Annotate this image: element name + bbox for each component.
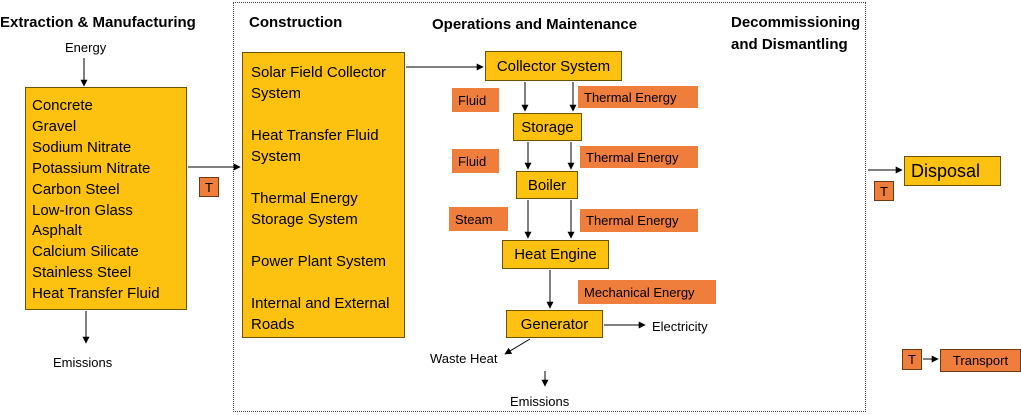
material-item: Carbon Steel <box>32 180 120 198</box>
material-item: Calcium Silicate <box>32 243 139 261</box>
material-item: Sodium Nitrate <box>32 138 132 156</box>
waste-heat-label: Waste Heat <box>430 351 498 366</box>
thermal-energy-flow-label: Thermal Energy <box>580 209 698 232</box>
construction-item-line: System <box>251 85 302 102</box>
construction-item-line: Thermal Energy <box>251 190 358 207</box>
extraction-header: Extraction & Manufacturing <box>0 14 196 31</box>
energy-input-label: Energy <box>65 40 107 55</box>
construction-item-line: Solar Field Collector <box>251 64 387 81</box>
materials-box: Concrete Gravel Sodium Nitrate Potassium… <box>25 87 187 310</box>
electricity-label: Electricity <box>652 319 708 334</box>
construction-item: Internal and External Roads <box>251 293 404 335</box>
material-item: Potassium Nitrate <box>32 159 151 177</box>
material-item: Heat Transfer Fluid <box>32 285 160 303</box>
decommissioning-header-line2: and Dismantling <box>731 36 848 53</box>
transport-marker-decommissioning: T <box>874 181 894 201</box>
material-item: Stainless Steel <box>32 264 132 282</box>
construction-box: Solar Field Collector System Heat Transf… <box>242 52 405 338</box>
disposal-node: Disposal <box>904 156 1001 186</box>
fluid-flow-label: Fluid <box>452 149 499 173</box>
material-item: Gravel <box>32 117 77 135</box>
construction-item-line: Storage System <box>251 211 358 228</box>
extraction-emissions-label: Emissions <box>53 355 113 370</box>
construction-item-line: Roads <box>251 316 295 333</box>
collector-system-node: Collector System <box>485 51 622 81</box>
material-item: Asphalt <box>32 222 83 240</box>
construction-item: Heat Transfer Fluid System <box>251 125 404 167</box>
construction-item-line: Internal and External <box>251 295 390 312</box>
legend-transport-marker: T <box>902 349 922 370</box>
material-item: Concrete <box>32 97 93 114</box>
mechanical-energy-flow-label: Mechanical Energy <box>578 280 716 304</box>
generator-node: Generator <box>506 310 603 338</box>
transport-marker-extraction: T <box>199 177 219 197</box>
construction-item: Solar Field Collector System <box>251 62 404 104</box>
construction-header: Construction <box>249 14 343 31</box>
construction-item: Thermal Energy Storage System <box>251 188 404 230</box>
thermal-energy-flow-label: Thermal Energy <box>580 146 698 168</box>
operations-header: Operations and Maintenance <box>432 16 638 33</box>
thermal-energy-flow-label: Thermal Energy <box>578 86 698 108</box>
legend-transport-label: Transport <box>940 349 1021 372</box>
construction-item: Power Plant System <box>251 251 404 272</box>
construction-item-line: Power Plant System <box>251 253 387 270</box>
construction-item-line: Heat Transfer Fluid <box>251 127 379 144</box>
heat-engine-node: Heat Engine <box>502 240 609 269</box>
boiler-node: Boiler <box>516 171 578 199</box>
operations-emissions-label: Emissions <box>510 394 570 409</box>
decommissioning-header-line1: Decommissioning <box>731 14 861 31</box>
fluid-flow-label: Fluid <box>452 88 499 112</box>
plant-boundary <box>233 2 866 412</box>
material-item: Low-Iron Glass <box>32 201 133 219</box>
storage-node: Storage <box>513 113 582 141</box>
construction-item-line: System <box>251 148 302 165</box>
steam-flow-label: Steam <box>449 207 508 231</box>
